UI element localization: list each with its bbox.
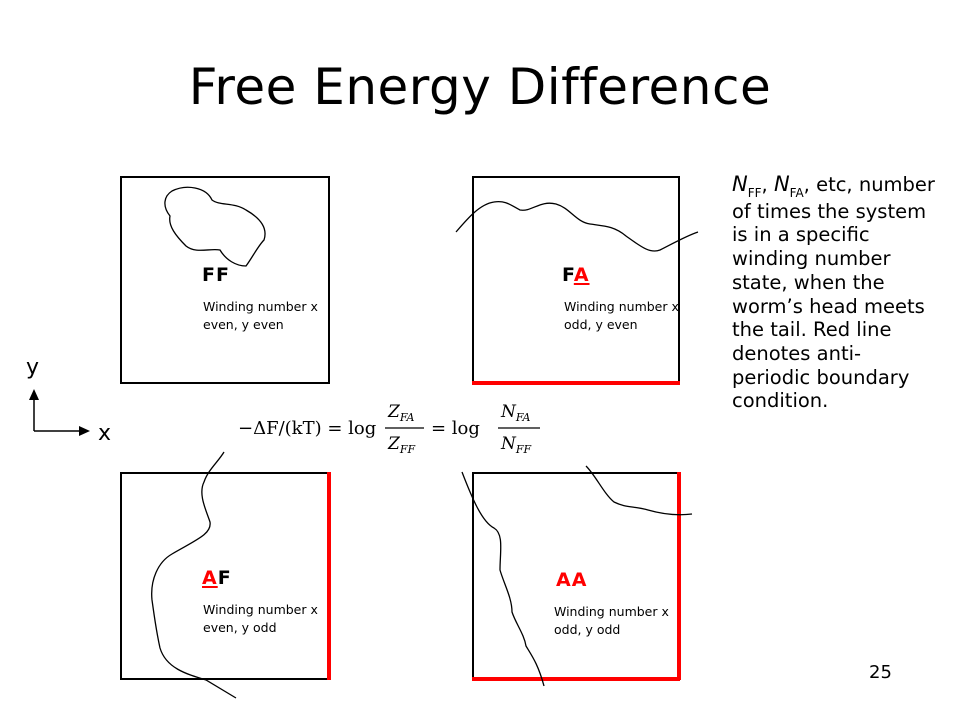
- formula-lhs: −ΔF/(kT) = log: [238, 418, 376, 439]
- antiperiodic-boundary-bottom: [472, 677, 680, 681]
- formula-mid: = log: [431, 418, 480, 439]
- panel-aa-label: AA: [556, 569, 588, 591]
- free-energy-formula: −ΔF/(kT) = log ZFA ZFF = log NFA NFF: [238, 402, 540, 456]
- page-number: 25: [869, 662, 892, 683]
- antiperiodic-boundary-bottom: [472, 381, 680, 385]
- formula-frac2-den: NFF: [500, 434, 532, 456]
- panel-fa-desc: Winding number x odd, y even: [564, 299, 679, 332]
- worm-path-af: [151, 451, 237, 699]
- formula-frac1-den: ZFF: [387, 434, 415, 456]
- antiperiodic-boundary-right: [677, 472, 681, 680]
- panel-aa-desc: Winding number x odd, y odd: [554, 604, 669, 637]
- worm-path-fa: [455, 200, 699, 252]
- panel-fa-box: [472, 176, 680, 385]
- panel-af-label: AF: [202, 567, 232, 589]
- formula-frac2-num: NFA: [500, 402, 531, 424]
- y-axis-label: y: [26, 355, 40, 380]
- panel-af-box: [120, 472, 331, 680]
- worm-loop-ff: [164, 186, 266, 267]
- panel-af-desc: Winding number x even, y odd: [203, 602, 318, 635]
- panel-ff-label: FF: [202, 264, 230, 286]
- worm-path-aa-upper: [585, 465, 693, 516]
- antiperiodic-boundary-right: [327, 472, 331, 680]
- x-arrowhead-icon: [79, 426, 90, 436]
- panel-aa-box: [472, 472, 681, 681]
- worm-path-aa: [461, 471, 545, 687]
- panel-ff-box: [120, 176, 330, 384]
- side-description: NFF, NFA, etc, number of times the syste…: [732, 172, 935, 413]
- panel-ff-desc: Winding number x even, y even: [203, 299, 318, 332]
- slide-title: Free Energy Difference: [188, 58, 772, 116]
- y-arrowhead-icon: [29, 389, 39, 400]
- panel-fa-label: FA: [562, 264, 590, 286]
- x-axis-label: x: [98, 421, 112, 446]
- formula-frac1-num: ZFA: [387, 402, 414, 424]
